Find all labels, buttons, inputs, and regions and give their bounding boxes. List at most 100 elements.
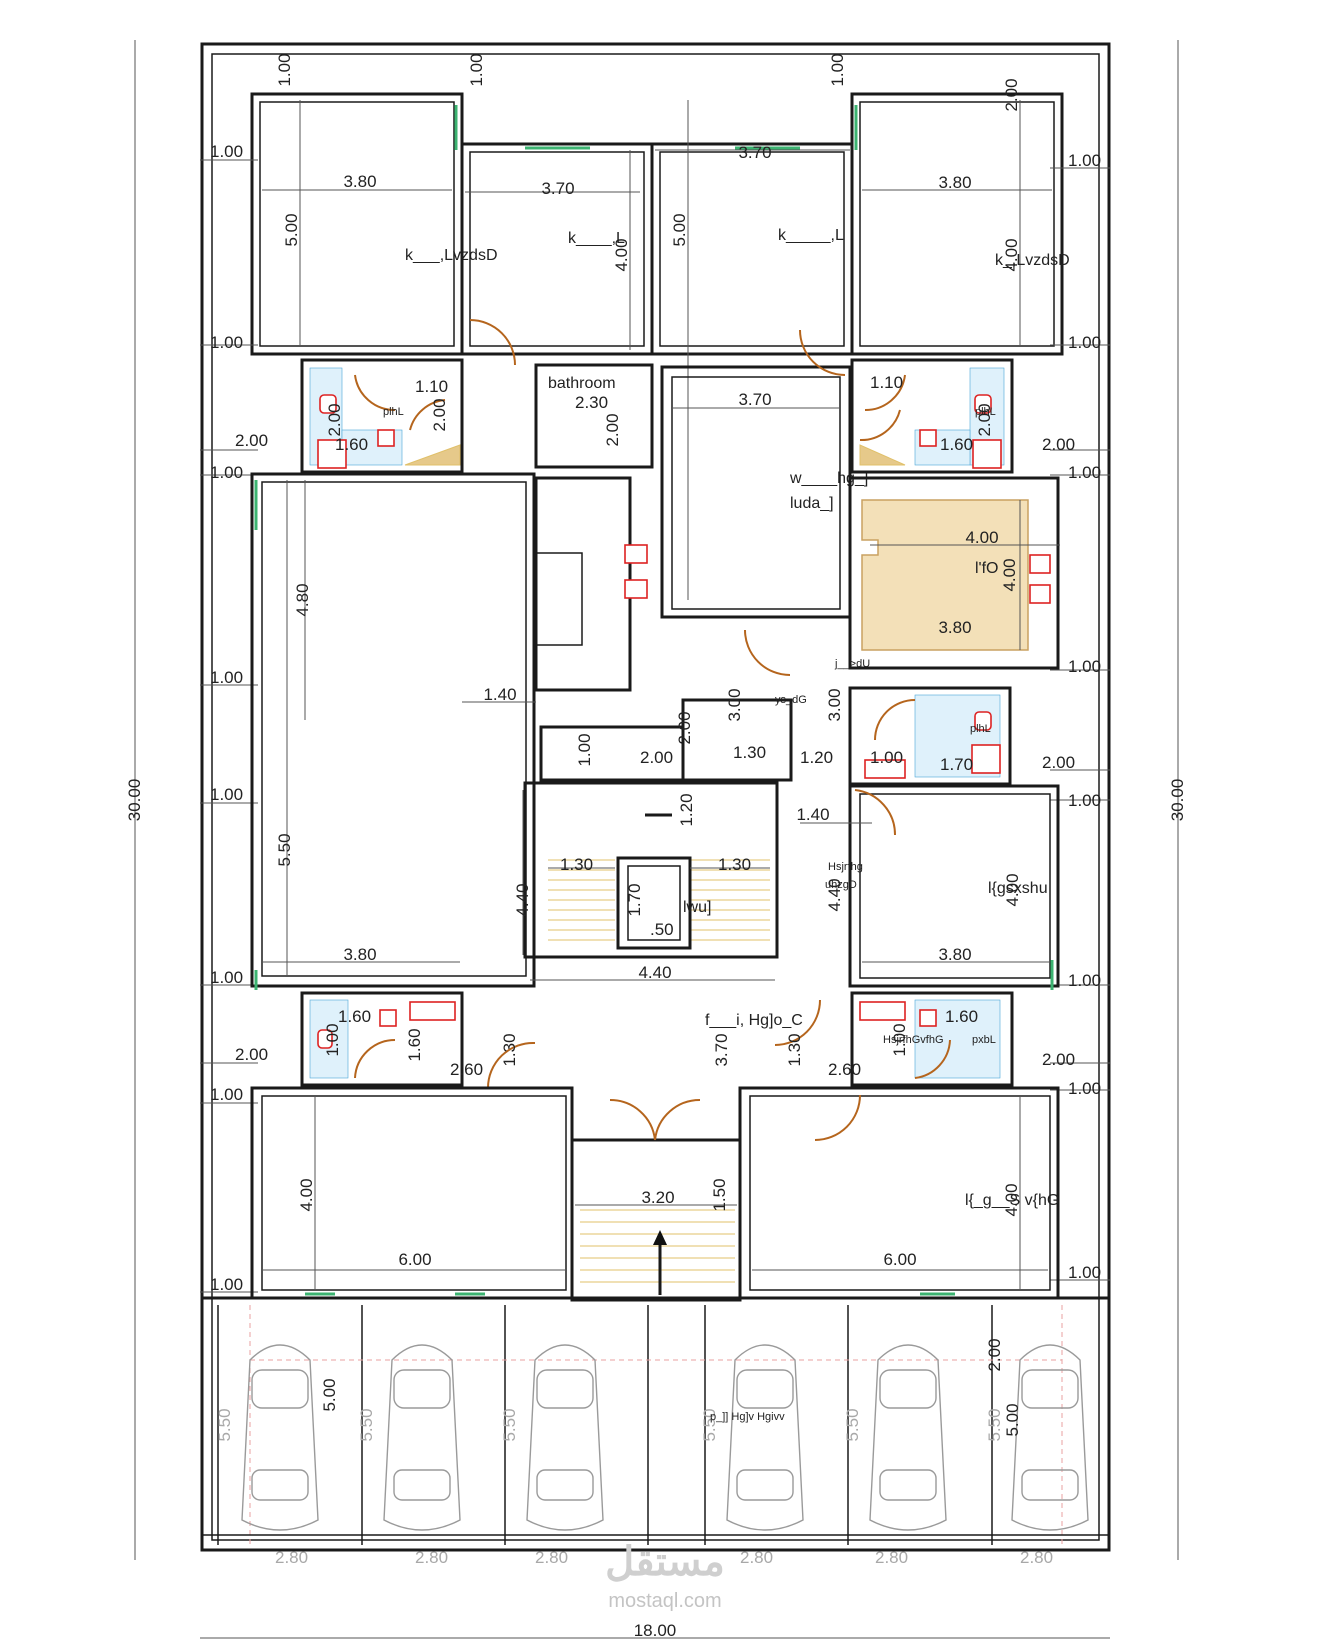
dim-tcl-height: 4.00 — [612, 238, 631, 271]
central-core: 1.00 2.00 2.00 3.00 1.30 ys_dG — [534, 476, 807, 782]
label-lift: lwu] — [683, 899, 711, 916]
watermark-sub: mostaql.com — [608, 1590, 721, 1612]
dim-trb-160: 1.60 — [940, 435, 973, 454]
stair-treads-right — [690, 859, 770, 941]
dim-lrb-260: 2.60 — [828, 1060, 861, 1079]
dim-st-170: 1.70 — [625, 883, 644, 916]
label-corridor-r: j__>dU — [834, 658, 870, 670]
park-dim-200-r: 2.00 — [985, 1338, 1004, 1371]
dim-tlb-160: 1.60 — [335, 435, 368, 454]
bathroom-mid-right: 3.00 1.20 1.00 1.70 plhL — [800, 686, 1012, 786]
dim-l-7: 1.00 — [210, 968, 243, 987]
watermark-main: مستقل — [605, 1540, 725, 1584]
dim-rr-400: 4.00 — [1003, 873, 1022, 906]
park-dim-280-3: 2.80 — [535, 1548, 568, 1567]
watermark: مستقل mostaql.com — [605, 1540, 725, 1612]
dim-tl-height: 5.00 — [282, 213, 301, 246]
dim-bl-600: 6.00 — [398, 1250, 431, 1269]
dim-mrb-120: 1.20 — [800, 748, 833, 767]
stair-treads-left — [548, 859, 615, 941]
label-lw-b: luda_] — [790, 495, 834, 512]
dim-r-7: 1.00 — [1068, 791, 1101, 810]
room-reception-right: 3.80 1.40 4.40 4.00 l{gsxshu Hsjrfhg uhz… — [796, 784, 1060, 990]
dim-es-150: 1.50 — [710, 1178, 729, 1211]
dim-bath-230: 2.30 — [575, 393, 608, 412]
bathroom-top-right: 1.10 2.00 1.60 plhL — [850, 358, 1014, 474]
park-dim-550-6: 5.50 — [985, 1408, 1004, 1441]
dim-core-200: 2.00 — [640, 748, 673, 767]
label-hall-a: Hsjrfhg — [828, 861, 863, 873]
dim-r-5: 1.00 — [1068, 657, 1101, 676]
dim-rr-140: 1.40 — [796, 805, 829, 824]
park-dim-550-4: 5.50 — [700, 1408, 719, 1441]
dim-tcl-width: 3.70 — [541, 179, 574, 198]
overall-height-right: 30.00 — [1168, 779, 1187, 822]
bathroom-center: bathroom 2.30 2.00 — [469, 319, 654, 469]
dim-kr-380: 3.80 — [938, 618, 971, 637]
dim-hl-140: 1.40 — [483, 685, 516, 704]
label-lw-a: w____hg_] — [789, 470, 868, 487]
dim-st-130a: 1.30 — [560, 855, 593, 874]
light-well: 3.70 w____hg_] luda_] — [660, 329, 868, 619]
dim-ent-370: 3.70 — [712, 1033, 731, 1066]
dim-tlb-200a: 2.00 — [325, 403, 344, 436]
dim-tcr-height: 5.00 — [670, 213, 689, 246]
park-dim-280-1: 2.80 — [275, 1548, 308, 1567]
label-tl-room: k___,LvzdsD — [405, 247, 498, 264]
entrance-stair: 3.20 1.50 — [570, 1098, 742, 1302]
dim-st-440h: 4.40 — [638, 963, 671, 982]
dim-tlb-110: 1.10 — [415, 377, 448, 396]
label-bath-lr: HsjrfhGvfhG — [883, 1034, 944, 1046]
parking-area: 5.50 5.50 5.50 5.50 5.50 5.50 5.00 5.00 … — [202, 1305, 1109, 1567]
label-tr-room: k_,LvzdsD — [995, 252, 1070, 269]
side-dims-left: 1.00 1.00 2.00 1.00 1.00 1.00 1.00 2.00 … — [200, 53, 847, 1294]
dim-bl-400: 4.00 — [297, 1178, 316, 1211]
dim-llb-130: 1.30 — [500, 1033, 519, 1066]
dim-l-5: 1.00 — [210, 668, 243, 687]
dim-top-2: 1.00 — [467, 53, 486, 86]
dim-hl-480: 4.80 — [293, 583, 312, 616]
dim-br-400: 4.00 — [1002, 1183, 1021, 1216]
car-4 — [726, 1344, 804, 1531]
dim-rr-380: 3.80 — [938, 945, 971, 964]
dim-lrb-100: 1.00 — [890, 1023, 909, 1056]
park-dim-280-6: 2.80 — [1020, 1548, 1053, 1567]
label-bath-tl: plhL — [383, 406, 404, 418]
label-br-room: l{_g__S v{hG — [965, 1192, 1059, 1209]
label-bath-small: pxbL — [972, 1034, 996, 1046]
dim-lrb-160: 1.60 — [945, 1007, 978, 1026]
bathroom-top-left: 1.10 2.00 2.00 1.60 plhL — [300, 358, 464, 474]
dim-st-440v: 4.40 — [513, 883, 532, 916]
dim-l-6: 1.00 — [210, 785, 243, 804]
dim-tlb-200b: 2.00 — [430, 398, 449, 431]
car-3 — [526, 1344, 604, 1531]
dim-kr-400v: 4.00 — [1000, 558, 1019, 591]
dim-r-10: 1.00 — [1068, 1079, 1101, 1098]
park-dim-280-5: 2.80 — [875, 1548, 908, 1567]
dim-core-130: 1.30 — [733, 743, 766, 762]
label-entrance: f___i, Hg]o_C — [705, 1012, 803, 1029]
dim-r-3: 2.00 — [1042, 435, 1075, 454]
dim-mrb-300: 3.00 — [825, 688, 844, 721]
label-tc-right: k_____,L — [778, 227, 844, 244]
dim-r-6: 2.00 — [1042, 753, 1075, 772]
room-top-left: 3.80 5.00 k___,LvzdsD — [250, 92, 498, 356]
dim-tr-height: 4.00 — [1002, 238, 1021, 271]
park-dim-280-2: 2.80 — [415, 1548, 448, 1567]
room-top-center-right: 3.70 5.00 k_____,L — [650, 100, 854, 600]
dim-l-9: 1.00 — [210, 1085, 243, 1104]
dim-core-200v: 2.00 — [675, 711, 694, 744]
dim-st-120: 1.20 — [677, 793, 696, 826]
dim-tr-top: 2.00 — [1002, 78, 1021, 111]
car-5 — [869, 1344, 947, 1531]
dim-tl-width: 3.80 — [343, 172, 376, 191]
dim-l-2: 1.00 — [210, 333, 243, 352]
park-dim-550-1: 5.50 — [215, 1408, 234, 1441]
dim-r-1: 1.00 — [1068, 151, 1101, 170]
dim-r-2: 1.00 — [1068, 333, 1101, 352]
overall-width: 18.00 — [634, 1621, 677, 1640]
dim-l-10: 1.00 — [210, 1275, 243, 1294]
side-dims-right: 1.00 1.00 2.00 1.00 1.00 2.00 1.00 1.00 … — [1042, 151, 1110, 1282]
park-dim-550-5: 5.50 — [843, 1408, 862, 1441]
